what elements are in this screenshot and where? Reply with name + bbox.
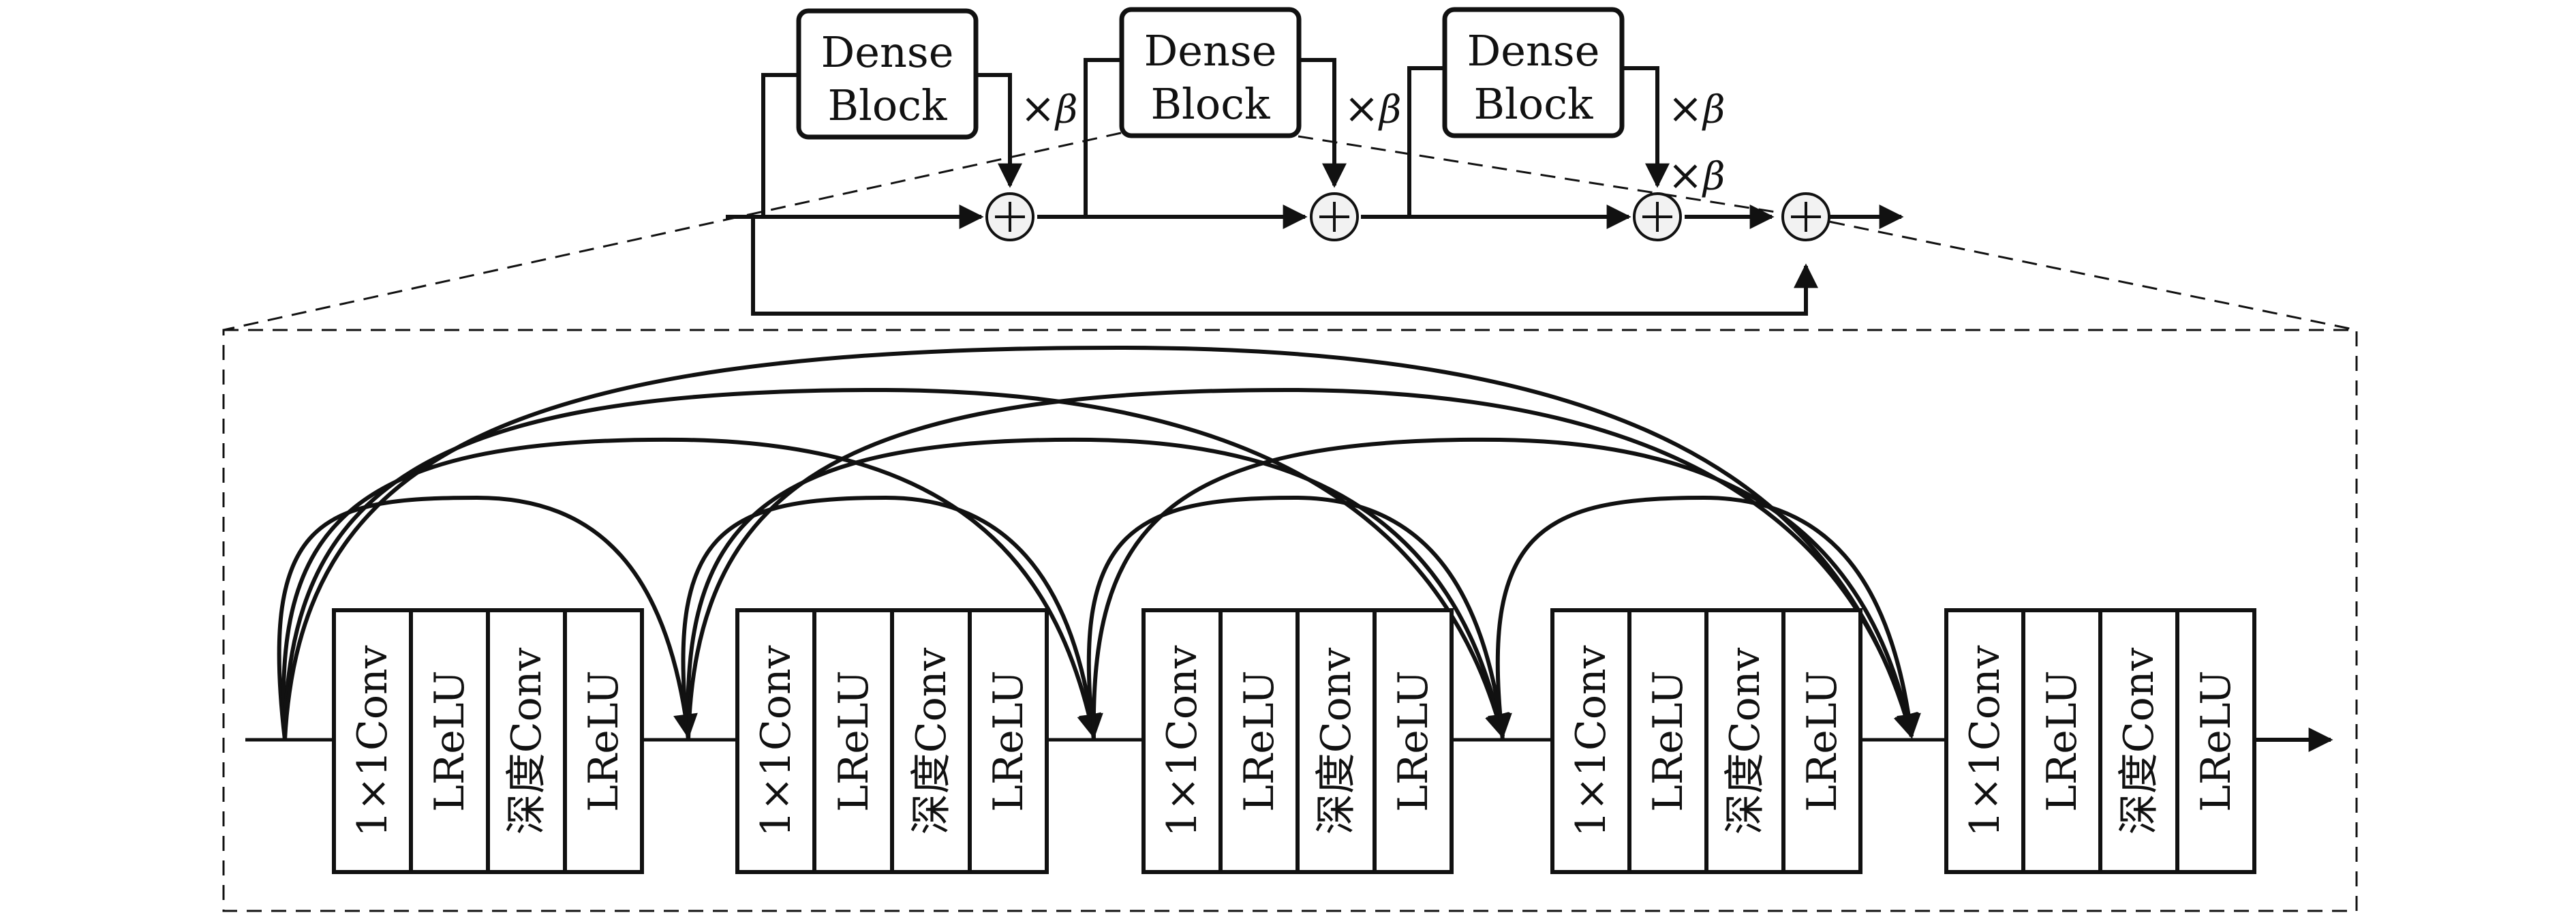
unit-5-lrelu-b-label: LReLU — [2192, 670, 2240, 812]
dense-connection-arcs — [277, 345, 1921, 740]
arc-3-to-5 — [1091, 437, 1919, 740]
adder-2 — [1310, 192, 1359, 241]
dense-block-1-output — [976, 73, 1022, 188]
long-skip-connection — [751, 217, 1818, 316]
unit-3-lrelu-a-label: LReLU — [1236, 670, 1283, 812]
arc-4-to-5 — [1495, 495, 1921, 740]
dense-block-box-1 — [796, 8, 979, 140]
unit-4-lrelu-b-label: LReLU — [1798, 670, 1846, 812]
dense-block-box-3 — [1442, 7, 1625, 138]
dense-block-3-input — [1407, 66, 1445, 217]
arc-2-to-5 — [686, 387, 1918, 740]
unit-1-depthwise-label: 深度Conv — [503, 648, 551, 835]
scale-labels: ×β ×β ×β ×β — [1020, 83, 1725, 200]
layer-labels: 1×1Conv LReLU 深度Conv LReLU 1×1Conv LReLU… — [349, 645, 2240, 837]
zoom-line-left — [223, 132, 1122, 331]
dense-block-1-input — [761, 73, 799, 217]
scale-label-2: ×β — [1344, 83, 1401, 133]
dense-block-detail — [222, 329, 2358, 912]
unit-2-conv1x1-label: 1×1Conv — [752, 645, 800, 837]
scale-label-3: ×β — [1668, 83, 1725, 133]
unit-4 — [1550, 608, 1862, 874]
arc-1-to-2 — [277, 495, 698, 740]
zoom-line-top — [1298, 135, 1807, 218]
adder-4 — [1781, 192, 1830, 241]
unit-3 — [1141, 608, 1454, 874]
dense-block-1-line1: Dense — [821, 27, 954, 77]
unit-1-conv1x1-label: 1×1Conv — [349, 645, 397, 837]
dense-block-frame — [222, 329, 2358, 912]
unit-4-lrelu-a-label: LReLU — [1644, 670, 1692, 812]
dense-block-2-line2: Block — [1150, 79, 1270, 129]
unit-2-depthwise-label: 深度Conv — [908, 648, 955, 835]
unit-2-lrelu-b-label: LReLU — [985, 670, 1032, 812]
unit-1-lrelu-a-label: LReLU — [426, 670, 474, 812]
dense-block-3-output — [1623, 66, 1670, 188]
dense-block-box-2 — [1119, 7, 1302, 138]
unit-5 — [1944, 608, 2256, 874]
unit-2-lrelu-a-label: LReLU — [830, 670, 878, 812]
unit-3-lrelu-b-label: LReLU — [1390, 670, 1437, 812]
unit-4-conv1x1-label: 1×1Conv — [1567, 645, 1615, 837]
arc-1-to-3 — [281, 437, 1101, 740]
dense-block-labels: Dense Block Dense Block Dense Block — [821, 26, 1600, 130]
unit-5-conv1x1-label: 1×1Conv — [1961, 645, 2009, 837]
arc-2-to-3 — [681, 495, 1103, 740]
unit-3-conv1x1-label: 1×1Conv — [1159, 645, 1206, 837]
adder-3 — [1633, 192, 1682, 241]
arc-3-to-4 — [1086, 495, 1512, 740]
unit-3-depthwise-label: 深度Conv — [1313, 648, 1360, 835]
arc-2-to-4 — [686, 437, 1510, 740]
unit-1-lrelu-b-label: LReLU — [580, 670, 628, 812]
dense-block-2-output — [1300, 58, 1347, 188]
dense-block-3-line1: Dense — [1467, 26, 1600, 76]
unit-4-depthwise-label: 深度Conv — [1721, 648, 1769, 835]
dense-block-3-line2: Block — [1473, 79, 1593, 129]
scale-label-1: ×β — [1020, 83, 1077, 133]
dense-block-1-line2: Block — [827, 80, 947, 130]
unit-5-lrelu-a-label: LReLU — [2038, 670, 2086, 812]
scale-label-4: ×β — [1668, 150, 1725, 200]
zoom-line-right — [1805, 215, 2357, 331]
unit-5-depthwise-label: 深度Conv — [2115, 648, 2163, 835]
dense-block-2-input — [1084, 58, 1122, 217]
top-row — [223, 7, 2357, 331]
unit-1 — [332, 608, 644, 874]
adder-1 — [985, 192, 1034, 241]
arc-1-to-4 — [283, 387, 1509, 740]
unit-2 — [735, 608, 1049, 874]
dense-block-2-line1: Dense — [1144, 26, 1277, 76]
